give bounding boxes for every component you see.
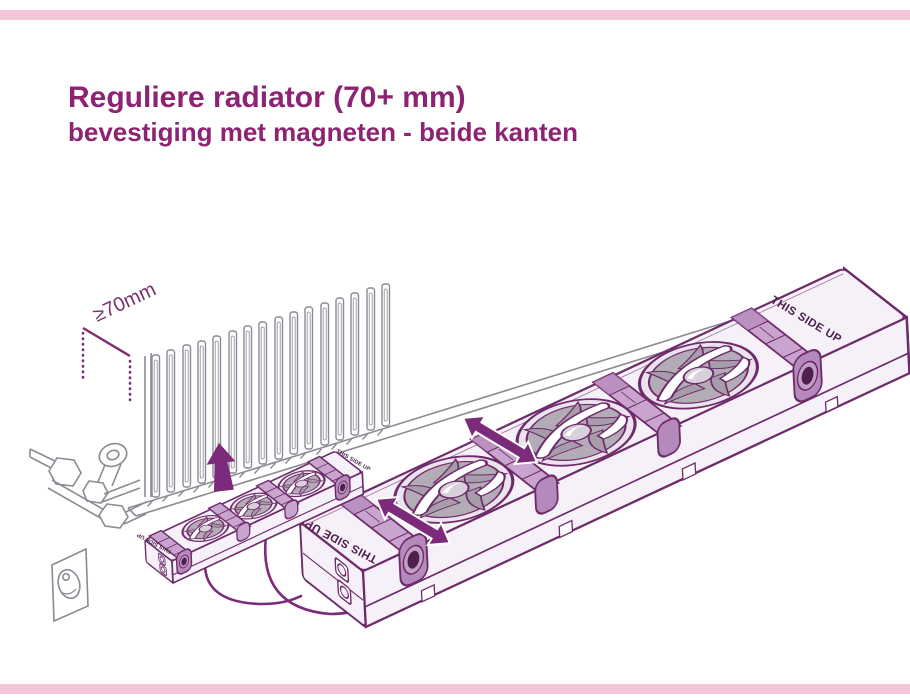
connector-port <box>158 552 166 566</box>
grommet-hole <box>339 483 346 492</box>
bottom-notch <box>824 395 839 414</box>
page-title: Reguliere radiator (70+ mm) <box>68 81 466 114</box>
slide-arrow-icon <box>374 495 452 547</box>
small-unit-top-face <box>145 451 362 561</box>
magnet-clamp <box>284 499 299 520</box>
bottom-notch <box>558 519 574 539</box>
magnet-clamp <box>534 474 559 515</box>
grommet-hole <box>801 366 814 385</box>
big-unit-clamps <box>398 349 823 587</box>
dimension-line <box>82 326 131 358</box>
radiator-valve <box>29 442 147 529</box>
bottom-notch <box>420 583 436 603</box>
magnet-clamp <box>175 548 193 575</box>
up-arrow-icon <box>206 443 236 493</box>
magnet-clamp <box>236 521 251 542</box>
power-socket-icon <box>51 547 89 623</box>
connector-port <box>159 563 167 577</box>
small-fan-unit: THIS SIDE UP THIS SIDE UP <box>136 449 371 585</box>
slide-arrow-icon <box>461 414 539 466</box>
magnet-clamp <box>398 533 429 587</box>
slide-arrows <box>374 414 539 547</box>
page-subtitle: bevestiging met magneten - beide kanten <box>68 117 578 147</box>
small-unit-clamps <box>175 474 351 575</box>
big-unit-top-face <box>300 268 906 571</box>
grommet-hole <box>181 557 187 566</box>
grommet-hole <box>407 550 420 569</box>
small-unit-left-face <box>144 539 174 584</box>
connector-port <box>337 579 352 605</box>
bottom-notch <box>681 462 697 481</box>
bottom-accent-bar <box>0 684 910 694</box>
magnet-clamp <box>656 417 681 458</box>
top-accent-bar <box>0 10 910 20</box>
magnet-clamp <box>792 349 823 403</box>
magnet-clamp <box>334 474 351 501</box>
connector-port <box>334 557 350 583</box>
big-fan-unit: THIS SIDE UP THIS SIDE UP <box>299 265 910 629</box>
